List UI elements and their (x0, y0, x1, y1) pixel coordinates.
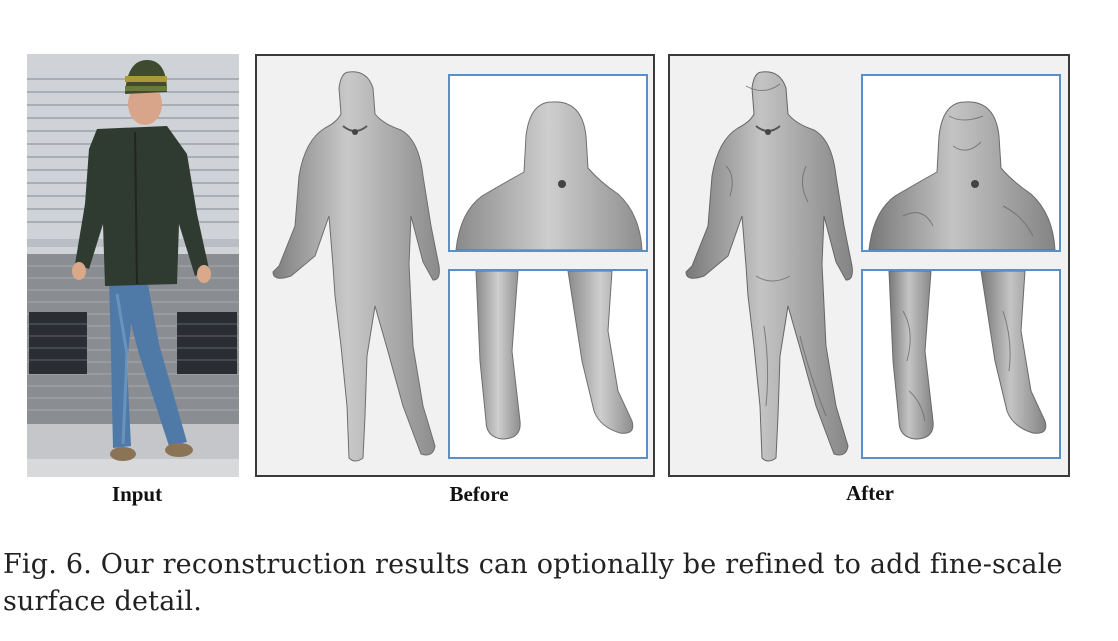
after-panel (668, 54, 1070, 477)
after-upper-body-mesh (868, 101, 1056, 250)
before-upper-body-mesh (455, 101, 643, 250)
person-photo-illustration (27, 54, 239, 477)
before-panel (255, 54, 655, 477)
before-upper-body-inset (448, 74, 648, 252)
after-legs-mesh (888, 271, 1047, 440)
after-label: After (846, 481, 894, 505)
input-photo (27, 54, 239, 477)
input-label: Input (111, 482, 163, 506)
before-label: Before (449, 482, 509, 506)
after-legs-inset (861, 269, 1061, 459)
after-upper-body-inset (861, 74, 1061, 252)
before-legs-inset (448, 269, 648, 459)
before-full-body-mesh (272, 71, 440, 462)
before-legs-mesh (475, 271, 634, 440)
figure-caption: Fig. 6. Our reconstruction results can o… (3, 549, 1063, 617)
after-full-body-mesh (685, 71, 853, 462)
